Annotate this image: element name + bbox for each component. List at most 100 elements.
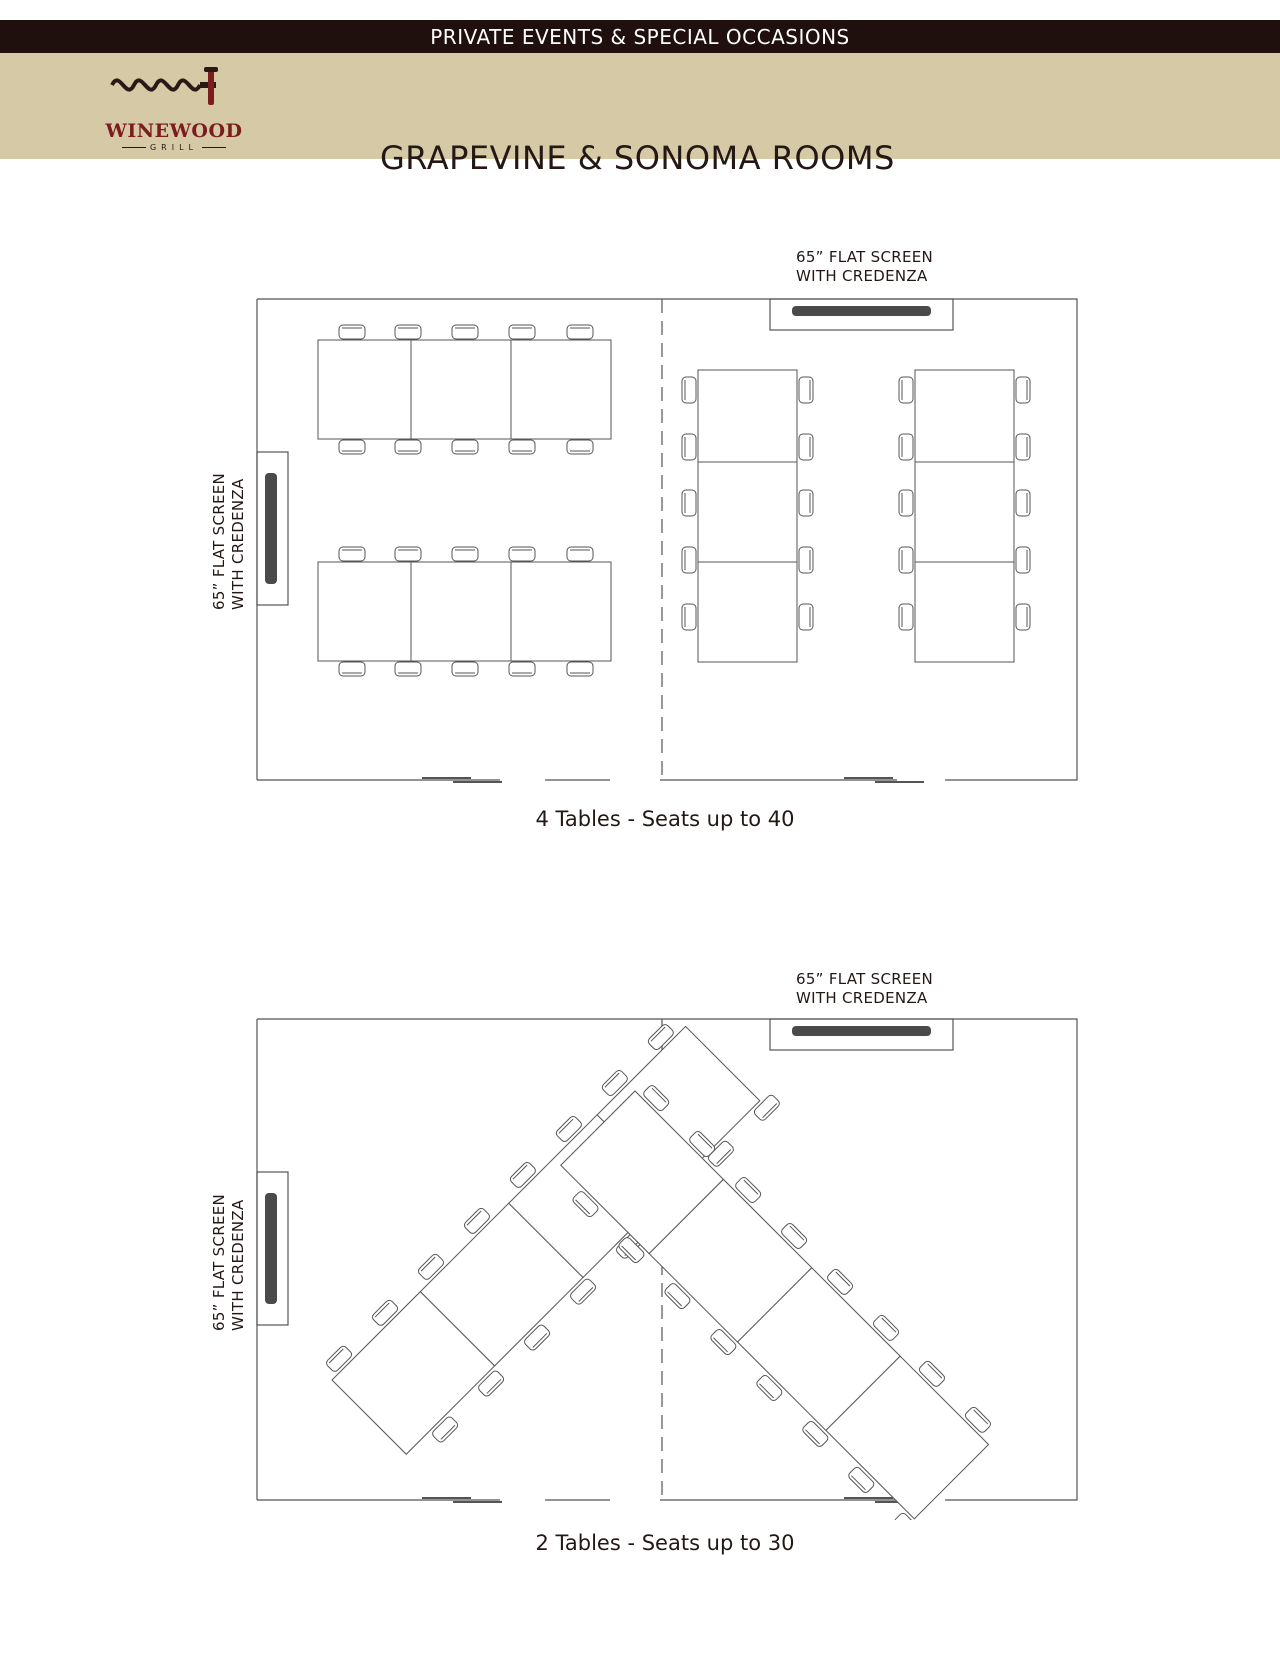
chair-seat xyxy=(898,603,914,631)
chair-seat xyxy=(898,546,914,574)
plan1-caption: 4 Tables - Seats up to 40 xyxy=(535,807,795,831)
chair-seat xyxy=(338,439,366,455)
chair-back xyxy=(851,1475,866,1491)
credenza xyxy=(256,1171,289,1326)
chair-back xyxy=(697,1133,713,1149)
chair-back xyxy=(512,1164,528,1180)
chair xyxy=(508,324,536,340)
chair xyxy=(601,1070,628,1097)
chair xyxy=(326,1345,353,1372)
label-line: WITH CREDENZA xyxy=(796,989,928,1007)
banquet-table xyxy=(326,1024,780,1455)
chair-back xyxy=(743,1179,759,1195)
chair xyxy=(572,1191,599,1218)
banquet-table xyxy=(681,369,814,663)
chair-seat xyxy=(827,1268,854,1295)
chair-back xyxy=(762,1103,778,1119)
chair-back xyxy=(486,1378,502,1394)
credenza xyxy=(256,451,289,606)
chair xyxy=(710,1329,737,1356)
chair xyxy=(898,489,914,517)
wall xyxy=(257,298,1078,781)
chair xyxy=(753,1094,780,1121)
plan2-screen-top-label: 65” FLAT SCREEN WITH CREDENZA xyxy=(796,970,933,1008)
chair-back xyxy=(420,1256,436,1272)
chair xyxy=(873,1314,900,1341)
chair-seat xyxy=(894,1512,921,1520)
chair xyxy=(964,1406,991,1433)
chair xyxy=(647,1024,674,1051)
chair-seat xyxy=(508,661,536,677)
chair-seat xyxy=(566,661,594,677)
chair xyxy=(898,546,914,574)
chair-seat xyxy=(781,1222,808,1249)
chair xyxy=(508,439,536,455)
chair xyxy=(509,1161,536,1188)
chair xyxy=(566,324,594,340)
page-header: WINEWOOD GRILL GRAPEVINE & SONOMA ROOMS xyxy=(0,53,1280,177)
winewood-logo: WINEWOOD GRILL xyxy=(104,63,244,153)
table-section xyxy=(410,561,512,662)
chair-back xyxy=(374,1302,390,1318)
chair-seat xyxy=(451,546,479,562)
chair-seat xyxy=(338,661,366,677)
chair-back xyxy=(604,1072,620,1088)
left-credenza xyxy=(256,1171,289,1326)
chair-back xyxy=(789,1225,805,1241)
table-section xyxy=(914,561,1015,663)
chair xyxy=(898,433,914,461)
chair-back xyxy=(716,1149,732,1164)
chair xyxy=(524,1324,551,1351)
chair-back xyxy=(713,1337,728,1353)
chair xyxy=(681,489,697,517)
logo-name: WINEWOOD xyxy=(105,120,243,142)
chair-seat xyxy=(451,661,479,677)
chair-seat xyxy=(394,661,422,677)
chair-seat xyxy=(394,546,422,562)
chair-back xyxy=(973,1409,989,1425)
chair xyxy=(338,324,366,340)
chair-seat xyxy=(566,546,594,562)
chair-seat xyxy=(798,376,814,404)
chair xyxy=(451,546,479,562)
label-line: 65” FLAT SCREEN xyxy=(796,248,934,266)
chair-seat xyxy=(681,546,697,574)
chair-back xyxy=(650,1026,666,1042)
chair xyxy=(848,1466,875,1493)
chair-seat xyxy=(572,1191,599,1218)
chair xyxy=(394,324,422,340)
chair-seat xyxy=(710,1329,737,1356)
chair-seat xyxy=(798,433,814,461)
chair-seat xyxy=(432,1416,459,1443)
chair-back xyxy=(651,1087,667,1103)
chair xyxy=(918,1360,945,1387)
chair xyxy=(372,1299,399,1326)
chair xyxy=(643,1085,670,1112)
chair xyxy=(418,1253,444,1280)
credenza xyxy=(769,298,954,331)
floor-plan-4-tables xyxy=(200,280,1100,800)
chair-back xyxy=(328,1348,344,1364)
chair xyxy=(1015,376,1031,404)
chair xyxy=(451,661,479,677)
chair xyxy=(508,661,536,677)
chair-back xyxy=(621,1245,637,1261)
label-line: WITH CREDENZA xyxy=(796,267,928,285)
chair xyxy=(798,603,814,631)
table-section xyxy=(914,461,1015,563)
chair-seat xyxy=(463,1207,490,1234)
chair-seat xyxy=(918,1360,945,1387)
corkscrew-icon xyxy=(110,67,218,105)
chair xyxy=(735,1177,762,1203)
banquet-table xyxy=(898,369,1031,663)
chair-seat xyxy=(753,1094,780,1121)
chair-back xyxy=(927,1363,943,1379)
chair xyxy=(798,433,814,461)
chair xyxy=(781,1222,808,1249)
chair xyxy=(394,439,422,455)
chair xyxy=(508,546,536,562)
chair xyxy=(432,1416,459,1443)
chair-seat xyxy=(798,489,814,517)
chair-seat xyxy=(326,1345,353,1372)
chair xyxy=(1015,433,1031,461)
